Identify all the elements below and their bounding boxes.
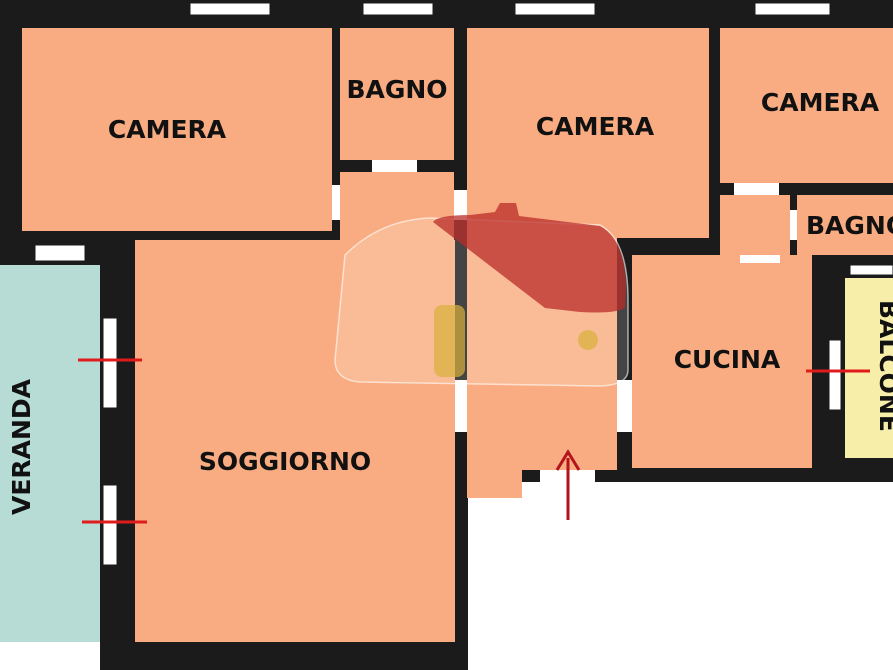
room-balcone	[845, 278, 893, 458]
door-gap	[455, 380, 467, 432]
room-camera-3	[720, 28, 893, 183]
window	[34, 2, 893, 566]
room-bagno-1	[340, 28, 454, 160]
highlight-yellow-area	[434, 305, 465, 377]
label-camera-2: CAMERA	[536, 112, 655, 141]
door-gap	[372, 160, 417, 172]
entrance-arrow-icon	[555, 449, 581, 520]
door-gap	[734, 183, 779, 195]
room-soggiorno	[135, 240, 455, 642]
label-veranda: VERANDA	[7, 378, 36, 515]
door-gap	[740, 255, 780, 263]
room-camera-1	[22, 28, 332, 231]
label-soggiorno: SOGGIORNO	[199, 447, 371, 476]
highlight-red-area	[433, 203, 626, 313]
room-cucina	[632, 255, 812, 468]
exterior-area	[468, 482, 893, 670]
label-camera-1: CAMERA	[108, 115, 227, 144]
room-bagno-2	[797, 195, 893, 255]
label-balcone: BALCONE	[874, 300, 893, 432]
exterior-left	[0, 642, 100, 670]
label-bagno-1: BAGNO	[346, 75, 447, 104]
label-camera-3: CAMERA	[761, 88, 880, 117]
room-closet	[720, 195, 790, 255]
door-gap	[617, 380, 632, 432]
room-veranda	[0, 265, 100, 642]
room-entry-lower	[467, 470, 522, 498]
label-cucina: CUCINA	[674, 345, 781, 374]
door-gap	[332, 185, 340, 220]
highlight-yellow-dot	[578, 330, 598, 350]
door-gap	[454, 190, 467, 220]
door-gap	[790, 210, 797, 240]
label-bagno-2: BAGNO	[806, 211, 893, 240]
